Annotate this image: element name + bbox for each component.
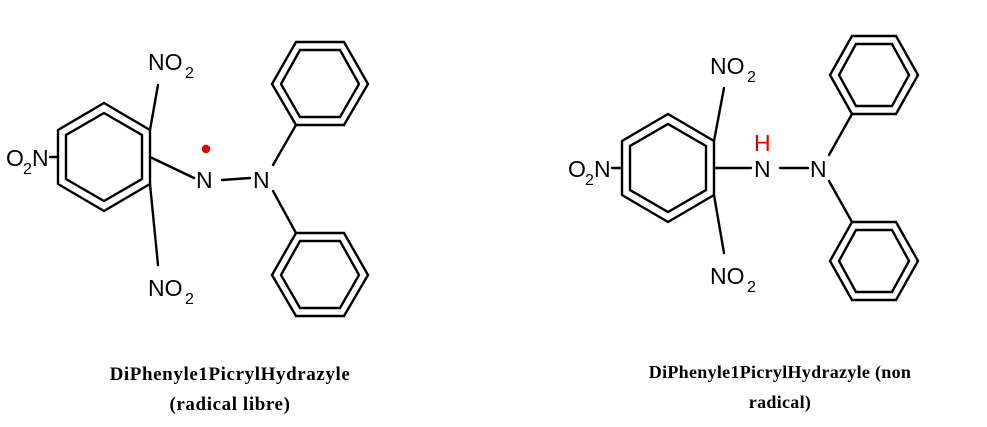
svg-text:2: 2 [185,291,194,308]
bottom-phenyl-ring-inner [279,239,361,310]
top-phenyl-ring-inner [279,48,361,119]
bond-n1-n2 [220,176,252,182]
svg-text:O: O [6,145,24,171]
bottom-phenyl-ring [270,231,370,318]
left-o2n-label: O 2 N [6,145,49,178]
left-o2n-label: O 2 N [568,156,611,189]
svg-text:N: N [32,145,49,171]
left-caption-line1: DiPhenyle1PicrylHydrazyle [109,364,351,385]
svg-text:NO: NO [710,53,745,79]
svg-text:N: N [594,156,611,182]
svg-text:2: 2 [185,65,194,82]
svg-text:2: 2 [747,69,756,86]
dpph-radical-molecule [48,40,370,318]
bottom-phenyl-ring-inner [837,228,911,294]
bond-ring-top-no2 [148,83,160,132]
bottom-no2-label: NO 2 [710,263,756,296]
bond-ring-bottom-no2 [148,182,160,267]
top-no2-label: NO 2 [148,49,194,82]
svg-text:NO: NO [148,275,183,301]
picryl-ring-inner [628,122,708,214]
svg-text:O: O [568,156,586,182]
right-caption-line1: DiPhenyle1PicrylHydrazyle (non [648,362,912,382]
bond-ring-n1 [148,155,196,180]
picryl-ring-inner [64,111,144,203]
svg-text:2: 2 [23,161,32,178]
hydrogen-label: H [754,130,771,156]
left-caption-line2: (radical libre) [169,394,291,415]
bond-ring-top-no2 [712,86,726,143]
bottom-no2-label: NO 2 [148,275,194,308]
bond-n2-bottom-phenyl [827,179,854,224]
top-no2-label: NO 2 [710,53,756,86]
svg-text:NO: NO [148,49,183,75]
hydrazyl-n1-label: N [196,167,213,193]
left-caption: DiPhenyle1PicrylHydrazyle (radical libre… [30,360,430,420]
picryl-ring [56,101,152,213]
bond-n2-top-phenyl [827,112,854,157]
amine-n2-label: N [810,156,827,182]
picryl-ring [620,112,716,224]
bottom-phenyl-ring [828,220,920,302]
svg-text:2: 2 [747,279,756,296]
amine-n1-label: N [754,156,771,182]
right-caption: DiPhenyle1PicrylHydrazyle (non radical) [577,357,983,417]
top-phenyl-ring [270,40,370,127]
bond-n2-top-phenyl [271,123,298,167]
top-phenyl-ring [828,34,920,116]
right-caption-line2: radical) [748,392,812,412]
bond-n2-bottom-phenyl [271,189,298,235]
hydrazyl-n2-label: N [253,167,270,193]
svg-text:2: 2 [585,172,594,189]
dpph-h-molecule [610,34,920,302]
radical-dot [201,144,211,154]
bond-ring-bottom-no2 [712,193,726,255]
svg-text:NO: NO [710,263,745,289]
top-phenyl-ring-inner [837,42,911,108]
